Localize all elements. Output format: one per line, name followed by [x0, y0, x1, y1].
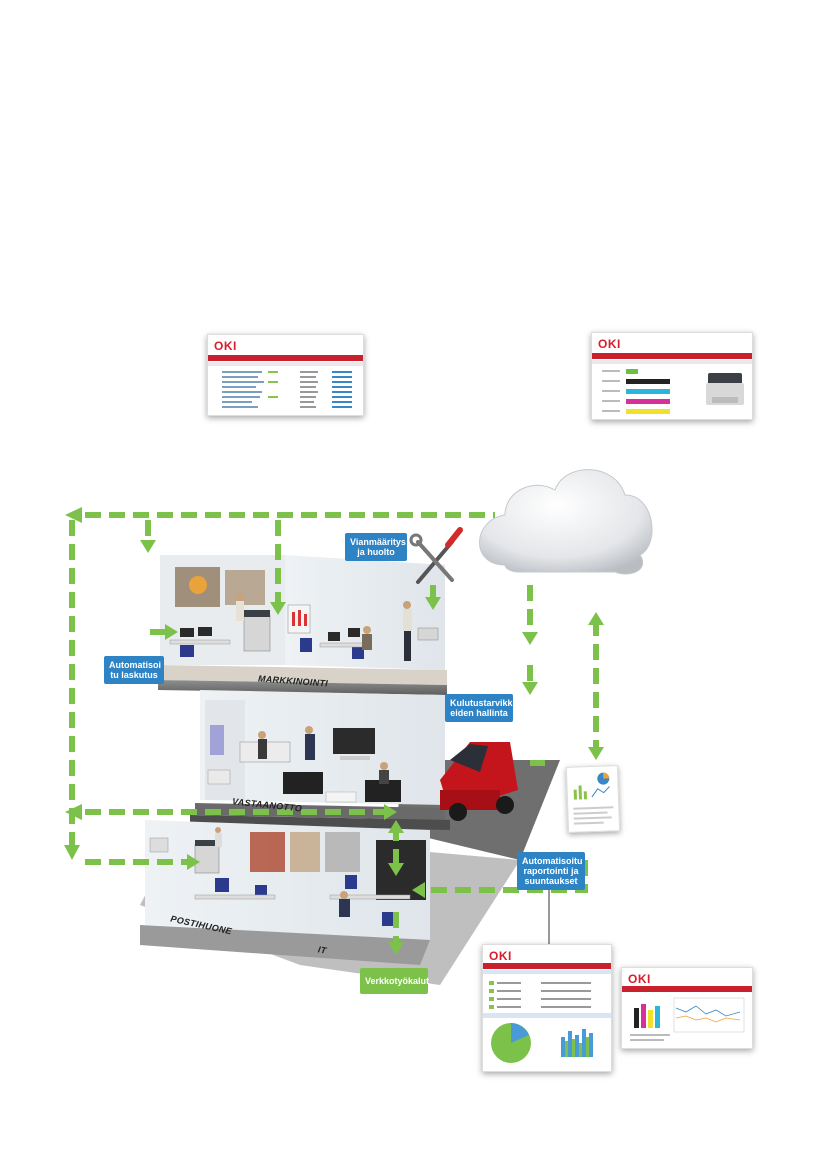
oki-logo: OKI [598, 337, 621, 351]
callout-supplies-management: Kulutustarvikk eiden hallinta [445, 694, 513, 722]
callout-network-tools: Verkkotyökalut [360, 968, 429, 994]
delivery-van-icon [440, 742, 518, 821]
callout-automated-invoicing: Automatisoi tu laskutus [104, 656, 164, 684]
toner-bars [602, 369, 744, 414]
wrench-screwdriver-icon [409, 527, 463, 584]
printer-icon [243, 610, 271, 652]
arrow-heads [64, 507, 604, 955]
cloud-icon [479, 469, 653, 575]
report-printout [565, 765, 621, 833]
device-list-table [222, 371, 352, 408]
dashboard-screenshot: OKI [482, 944, 612, 1072]
printer-icon [706, 373, 744, 405]
printer-icon [194, 840, 220, 874]
tv-screen [333, 728, 375, 754]
oki-logo: OKI [628, 972, 651, 986]
usage-report-screenshot: OKI [621, 967, 753, 1049]
report-chart [573, 772, 614, 825]
callout-automated-reporting: Automatisoitu raportointi ja suuntaukset [517, 852, 585, 890]
data-flow-arrows [69, 512, 599, 948]
callout-troubleshooting: Vianmääritys ja huolto [345, 533, 407, 561]
oki-logo: OKI [214, 339, 237, 353]
dashboard-charts [483, 981, 611, 1063]
device-list-screenshot: OKI [207, 334, 364, 416]
floor-label-it: IT [317, 944, 328, 956]
toner-level-screenshot: OKI [591, 332, 753, 420]
oki-logo: OKI [489, 949, 512, 963]
usage-chart [630, 997, 745, 1041]
